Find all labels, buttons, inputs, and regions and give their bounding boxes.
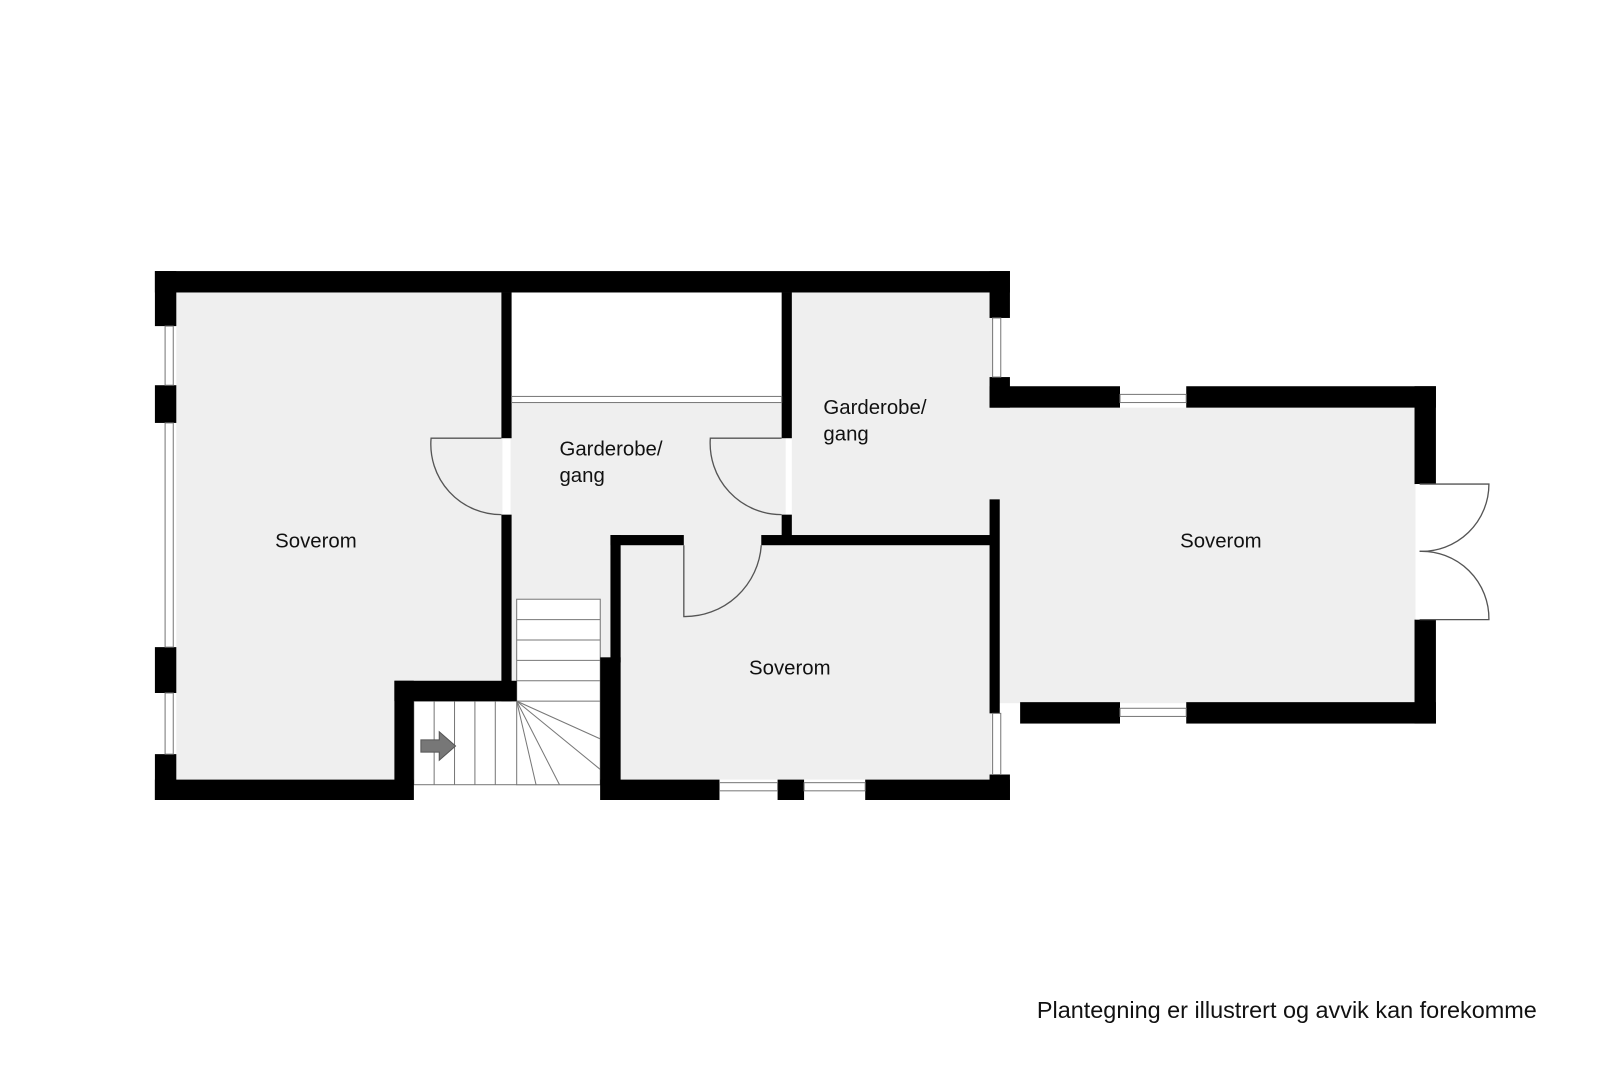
- room-floor-right-hall: [791, 292, 996, 538]
- room-label-left-bedroom: Soverom: [275, 530, 357, 552]
- door-middle-bedroom[interactable]: [683, 545, 762, 618]
- room-label-right-hall-line1: Garderobe/: [823, 397, 926, 419]
- room-floor-right-bedroom: [989, 407, 1416, 704]
- door-right-bedroom-double-bottom[interactable]: [1419, 550, 1490, 621]
- room-label-middle-hall-line1: Garderobe/: [559, 439, 662, 461]
- room-floor-middle-bedroom: [620, 545, 992, 780]
- room-label-middle-bedroom: Soverom: [749, 658, 831, 680]
- walls: [154, 271, 1436, 800]
- floors: [176, 292, 1416, 780]
- stair-direction-arrow-icon: [420, 730, 457, 762]
- room-label-right-hall-line2: gang: [823, 423, 868, 445]
- windows: [164, 317, 1187, 792]
- room-label-right-bedroom: Soverom: [1180, 530, 1262, 552]
- disclaimer-text: Plantegning er illustrert og avvik kan f…: [1037, 997, 1537, 1023]
- door-right-bedroom-double-top[interactable]: [1419, 483, 1490, 552]
- staircase: [413, 598, 601, 786]
- doors: [430, 437, 1490, 621]
- room-label-middle-hall-line2: gang: [559, 465, 604, 487]
- door-right-hall[interactable]: [709, 437, 782, 516]
- door-left-bedroom[interactable]: [430, 437, 502, 516]
